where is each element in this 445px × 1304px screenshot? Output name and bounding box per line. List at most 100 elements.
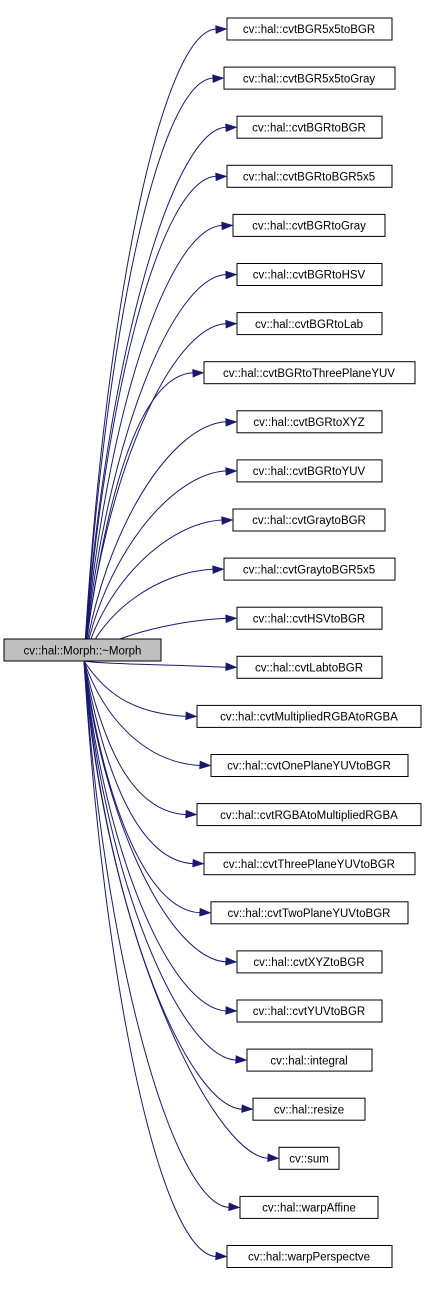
callee-node-box (223, 66, 396, 90)
arrowhead-icon (225, 1006, 238, 1015)
graph-nodes: cv::hal::Morph::~Morph cv::hal::cvtBGR5x… (3, 17, 422, 1268)
callee-node[interactable]: cv::hal::cvtBGRtoXYZ (236, 410, 383, 434)
arrowhead-icon (225, 662, 238, 672)
callee-node[interactable]: cv::hal::cvtBGRtoYUV (236, 459, 383, 483)
callee-node-label: cv::hal::cvtBGRtoXYZ (253, 417, 364, 429)
callee-node-box (226, 1245, 393, 1268)
callee-node[interactable]: cv::hal::cvtBGR5x5toGray (223, 66, 396, 90)
arrowhead-icon (225, 319, 238, 329)
callee-node-box (236, 263, 383, 286)
arrowhead-icon (185, 711, 198, 721)
arrowhead-icon (228, 1202, 241, 1212)
callee-node-label: cv::hal::cvtBGRtoBGR (252, 122, 366, 134)
callee-node[interactable]: cv::hal::cvtBGRtoThreePlaneYUV (203, 361, 416, 385)
arrowhead-icon (221, 221, 234, 231)
call-edge (83, 372, 194, 662)
call-edge (83, 660, 187, 816)
callee-node-box (226, 164, 393, 188)
callee-node[interactable]: cv::hal::cvtHSVtoBGR (236, 606, 383, 630)
callee-node-label: cv::hal::cvtBGRtoThreePlaneYUV (223, 368, 395, 380)
callee-node[interactable]: cv::hal::cvtBGRtoHSV (236, 263, 383, 286)
callee-node[interactable]: cv::hal::integral (246, 1048, 373, 1072)
arrowhead-icon (199, 907, 212, 917)
callee-node[interactable]: cv::hal::cvtBGRtoBGR (236, 115, 383, 139)
arrowhead-icon (215, 25, 228, 34)
callee-node[interactable]: cv::hal::cvtRGBAtoMultipliedRGBA (196, 803, 422, 827)
callee-node-label: cv::hal::cvtBGRtoBGR5x5 (243, 172, 375, 184)
callee-node-label: cv::hal::integral (270, 1055, 347, 1067)
arrowhead-icon (225, 614, 238, 624)
arrowhead-icon (192, 368, 205, 378)
callee-node[interactable]: cv::hal::warpAffine (239, 1195, 379, 1219)
callee-node-box (203, 361, 416, 385)
callee-node-box (236, 410, 383, 434)
callee-node[interactable]: cv::sum (278, 1146, 340, 1170)
callee-node[interactable]: cv::hal::cvtMultipliedRGBAtoRGBA (196, 704, 422, 728)
callee-node-label: cv::hal::cvtGraytoBGR5x5 (243, 564, 375, 576)
callee-node-box (196, 704, 422, 728)
callee-node-label: cv::hal::cvtBGR5x5toGray (243, 73, 376, 85)
call-edge (83, 660, 237, 1061)
callee-node-label: cv::hal::cvtBGRtoYUV (253, 466, 366, 478)
arrowhead-icon (212, 74, 225, 83)
callee-node[interactable]: cv::hal::cvtOnePlaneYUVtoBGR (210, 754, 409, 777)
arrowhead-icon (185, 809, 198, 819)
arrowhead-icon (215, 172, 228, 182)
callee-node-label: cv::hal::cvtLabtoBGR (255, 663, 363, 675)
callee-node[interactable]: cv::hal::cvtBGRtoBGR5x5 (226, 164, 393, 188)
call-edge (83, 470, 227, 662)
callee-node-label: cv::hal::cvtOnePlaneYUVtoBGR (227, 761, 391, 773)
callee-node-box (232, 213, 386, 237)
call-edge (83, 519, 223, 662)
call-edge (83, 175, 217, 662)
callee-node-box (236, 655, 383, 679)
call-edge (83, 660, 269, 1159)
root-node-label: cv::hal::Morph::~Morph (24, 646, 142, 658)
callee-node-box (236, 459, 383, 483)
callee-node[interactable]: cv::hal::cvtXYZtoBGR (236, 950, 383, 974)
callee-node-box (252, 1097, 366, 1121)
arrowhead-icon (192, 858, 205, 868)
arrowhead-icon (225, 123, 238, 133)
arrowhead-icon (267, 1153, 280, 1163)
call-edges (83, 25, 280, 1261)
callee-node-box (236, 115, 383, 139)
arrowhead-icon (225, 467, 238, 476)
arrowhead-icon (235, 1055, 248, 1064)
call-edge (83, 660, 243, 1110)
root-node[interactable]: cv::hal::Morph::~Morph (3, 638, 162, 662)
arrowhead-icon (225, 957, 238, 966)
callee-node-box (236, 999, 383, 1023)
callee-node-box (236, 950, 383, 974)
call-edge (83, 660, 227, 1012)
call-edge (83, 224, 223, 662)
call-edge (83, 660, 227, 963)
call-edge (83, 660, 227, 668)
callee-node-box (210, 754, 409, 777)
callee-node-label: cv::hal::cvtGraytoBGR (252, 515, 366, 527)
callee-node-box (210, 901, 409, 925)
callee-node[interactable]: cv::hal::cvtGraytoBGR5x5 (223, 557, 396, 581)
callee-node[interactable]: cv::hal::cvtGraytoBGR (232, 508, 386, 532)
callee-node[interactable]: cv::hal::cvtLabtoBGR (236, 655, 383, 679)
call-edge (83, 421, 227, 662)
arrowhead-icon (241, 1104, 254, 1113)
callee-node-label: cv::hal::cvtBGRtoHSV (253, 270, 366, 282)
callee-node[interactable]: cv::hal::resize (252, 1097, 366, 1121)
call-edge (83, 126, 227, 662)
arrowhead-icon (225, 418, 238, 427)
callee-node-box (196, 803, 422, 827)
callee-node-label: cv::hal::warpPerspectve (248, 1252, 370, 1264)
callee-node-box (203, 852, 416, 876)
callee-node[interactable]: cv::hal::cvtYUVtoBGR (236, 999, 383, 1023)
callee-node[interactable]: cv::hal::cvtBGRtoLab (236, 312, 383, 336)
call-edge (83, 274, 227, 662)
callee-node-label: cv::hal::cvtBGR5x5toBGR (243, 24, 375, 36)
arrowhead-icon (225, 270, 238, 280)
callee-node[interactable]: cv::hal::cvtBGRtoGray (232, 213, 386, 237)
callee-node[interactable]: cv::hal::cvtBGR5x5toBGR (226, 17, 393, 41)
callee-node[interactable]: cv::hal::cvtThreePlaneYUVtoBGR (203, 852, 416, 876)
callee-node[interactable]: cv::hal::warpPerspectve (226, 1245, 393, 1268)
callee-node[interactable]: cv::hal::cvtTwoPlaneYUVtoBGR (210, 901, 409, 925)
